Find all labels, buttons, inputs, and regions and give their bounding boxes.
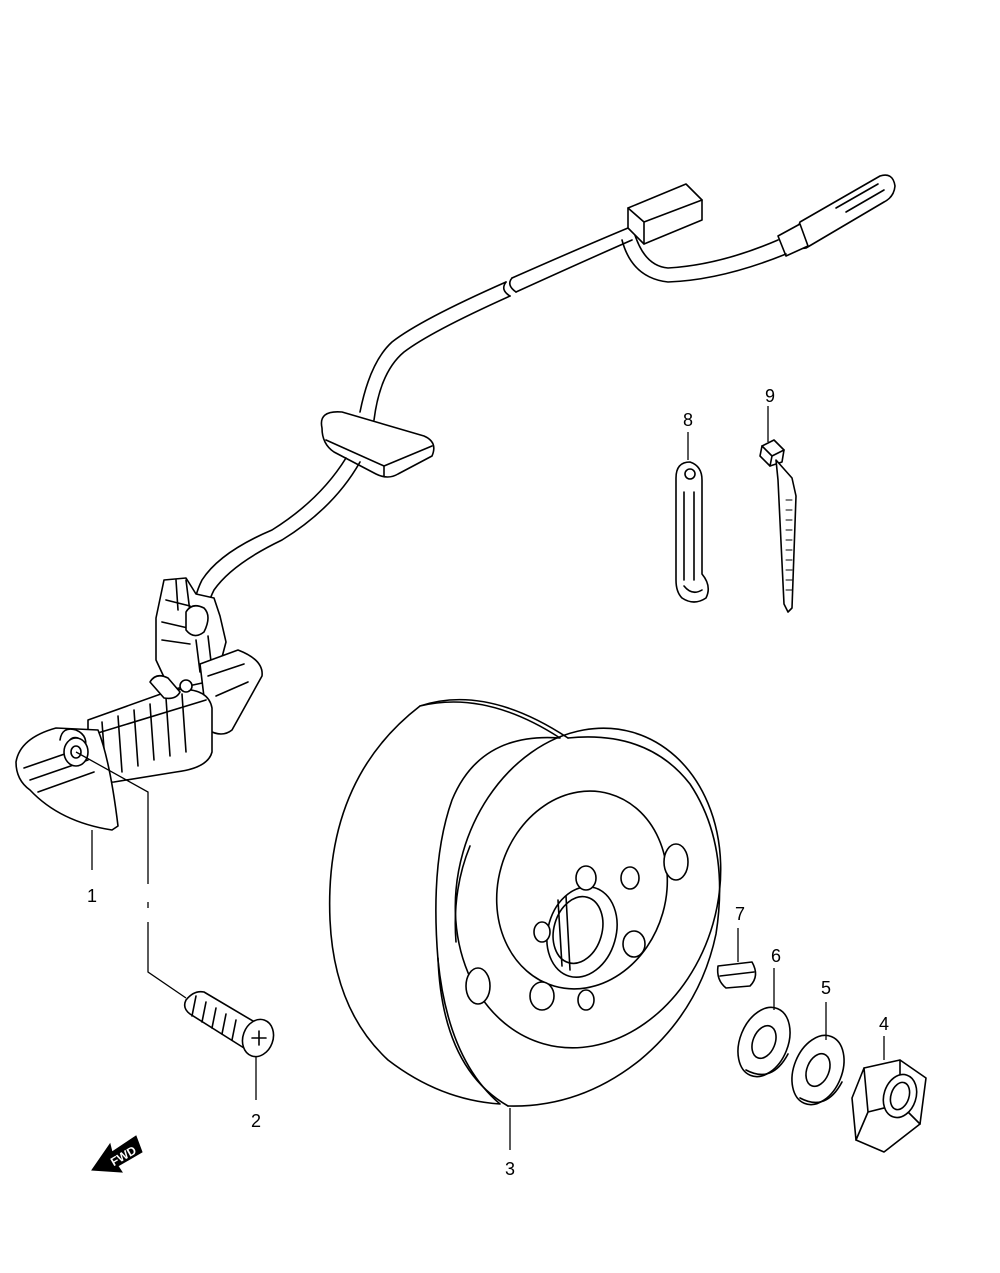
fwd-direction-badge: FWD [91,1135,143,1173]
washer-6 [737,1006,791,1078]
leader-lines [91,406,885,1150]
woodruff-key [716,961,757,989]
screw [183,990,275,1058]
pulser-coil-assy [15,577,263,831]
callout-3: 3 [505,1159,515,1179]
arrow-left-down-icon [91,1135,143,1173]
callout-1: 1 [87,886,97,906]
nut [851,1059,927,1153]
callout-numbers: 1 2 3 4 5 6 7 8 9 [87,386,889,1179]
flywheel [328,698,722,1107]
callout-2: 2 [251,1111,261,1131]
cable-tie [759,439,797,613]
callout-5: 5 [821,978,831,998]
wire-clamp [675,461,710,603]
washer-5 [791,1034,845,1106]
callout-6: 6 [771,946,781,966]
callout-4: 4 [879,1014,889,1034]
alignment-line [75,751,187,999]
callout-7: 7 [735,904,745,924]
callout-9: 9 [765,386,775,406]
callout-8: 8 [683,410,693,430]
